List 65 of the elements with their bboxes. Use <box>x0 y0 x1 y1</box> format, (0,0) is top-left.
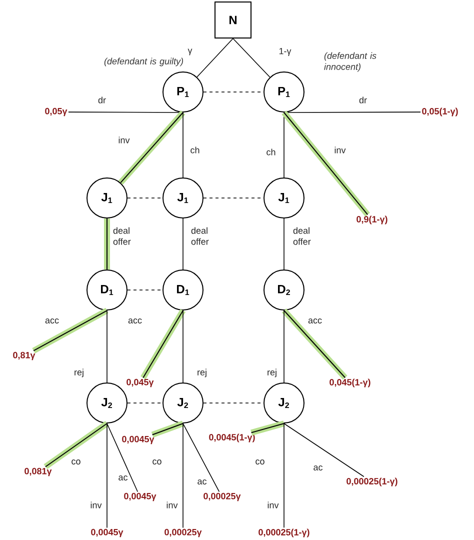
branch-line <box>44 421 109 470</box>
edge-label: dr <box>97 96 107 104</box>
branch-line <box>182 218 184 270</box>
edge-label: γ <box>186 48 194 56</box>
edge-label: inv <box>89 500 103 510</box>
note-text: (defendant is innocent) <box>324 52 376 72</box>
edge-label: 1-γ <box>278 46 292 58</box>
branch-line <box>182 423 220 492</box>
edge-label: inv <box>117 136 131 144</box>
edge-label: rej <box>73 368 85 378</box>
edge-label: co <box>254 458 266 466</box>
branch-line <box>282 110 370 217</box>
payoff-text: 0,00025(1-γ) <box>346 478 398 486</box>
chance-box: N <box>214 2 252 38</box>
edge-label: inv <box>333 146 347 154</box>
edge-label: ch <box>189 146 201 154</box>
branch-line <box>140 308 186 380</box>
edge-label: acc <box>307 318 323 324</box>
payoff-text: 0,00025γ <box>164 528 202 538</box>
edge-label: ac <box>312 464 324 472</box>
payoff-text: 0,0045γ <box>91 528 124 538</box>
edge-label: inv <box>165 500 179 510</box>
edge-label: ac <box>196 478 208 486</box>
branch-line <box>182 423 184 528</box>
branch-line <box>32 308 108 354</box>
payoff-text: 0,00025γ <box>204 492 241 502</box>
edge-label: deal offer <box>112 226 138 246</box>
payoff-text: 0,081γ <box>24 468 52 476</box>
branch-line <box>250 420 285 436</box>
payoff-text: 0,0045(1-γ) <box>209 434 255 442</box>
edge-label: rej <box>196 368 208 378</box>
branch-line <box>182 310 184 383</box>
edge-label: acc <box>127 318 143 324</box>
payoff-text: 0,0045γ <box>124 492 156 502</box>
payoff-text: 0,9(1-γ) <box>356 216 388 224</box>
edge-label: inv <box>266 500 280 510</box>
payoff-text: 0,045(1-γ) <box>330 378 370 388</box>
payoff-text: 0,045γ <box>126 378 154 388</box>
payoff-text: 0,0045γ <box>122 436 154 444</box>
payoff-text: 0,05(1-γ) <box>422 108 458 116</box>
branch-line <box>232 38 270 78</box>
edge-label: ch <box>265 148 277 156</box>
edge-label: ac <box>117 474 129 482</box>
payoff-text: 0,81γ <box>13 352 36 360</box>
branch-line <box>196 38 234 78</box>
branch-line <box>106 423 108 528</box>
branch-line <box>282 308 348 380</box>
edge-label: deal offer <box>292 226 318 246</box>
branch-line <box>104 218 110 270</box>
branch-line <box>182 112 184 178</box>
edge-label: co <box>70 458 82 466</box>
edge-label: deal offer <box>190 226 216 246</box>
edge-label: rej <box>266 368 278 378</box>
edge-label: dr <box>358 96 368 104</box>
payoff-text: 0,00025(1-γ) <box>258 528 310 538</box>
branch-line <box>118 110 186 185</box>
branch-line <box>106 423 138 492</box>
edge-label: acc <box>44 318 60 324</box>
note-text: (defendant is guilty) <box>104 58 183 66</box>
branch-line <box>284 423 364 477</box>
branch-line <box>106 310 108 383</box>
branch-line <box>151 420 184 438</box>
payoff-text: 0,05γ <box>45 108 68 116</box>
dashed-line <box>127 402 163 404</box>
edge-label: co <box>151 458 163 466</box>
